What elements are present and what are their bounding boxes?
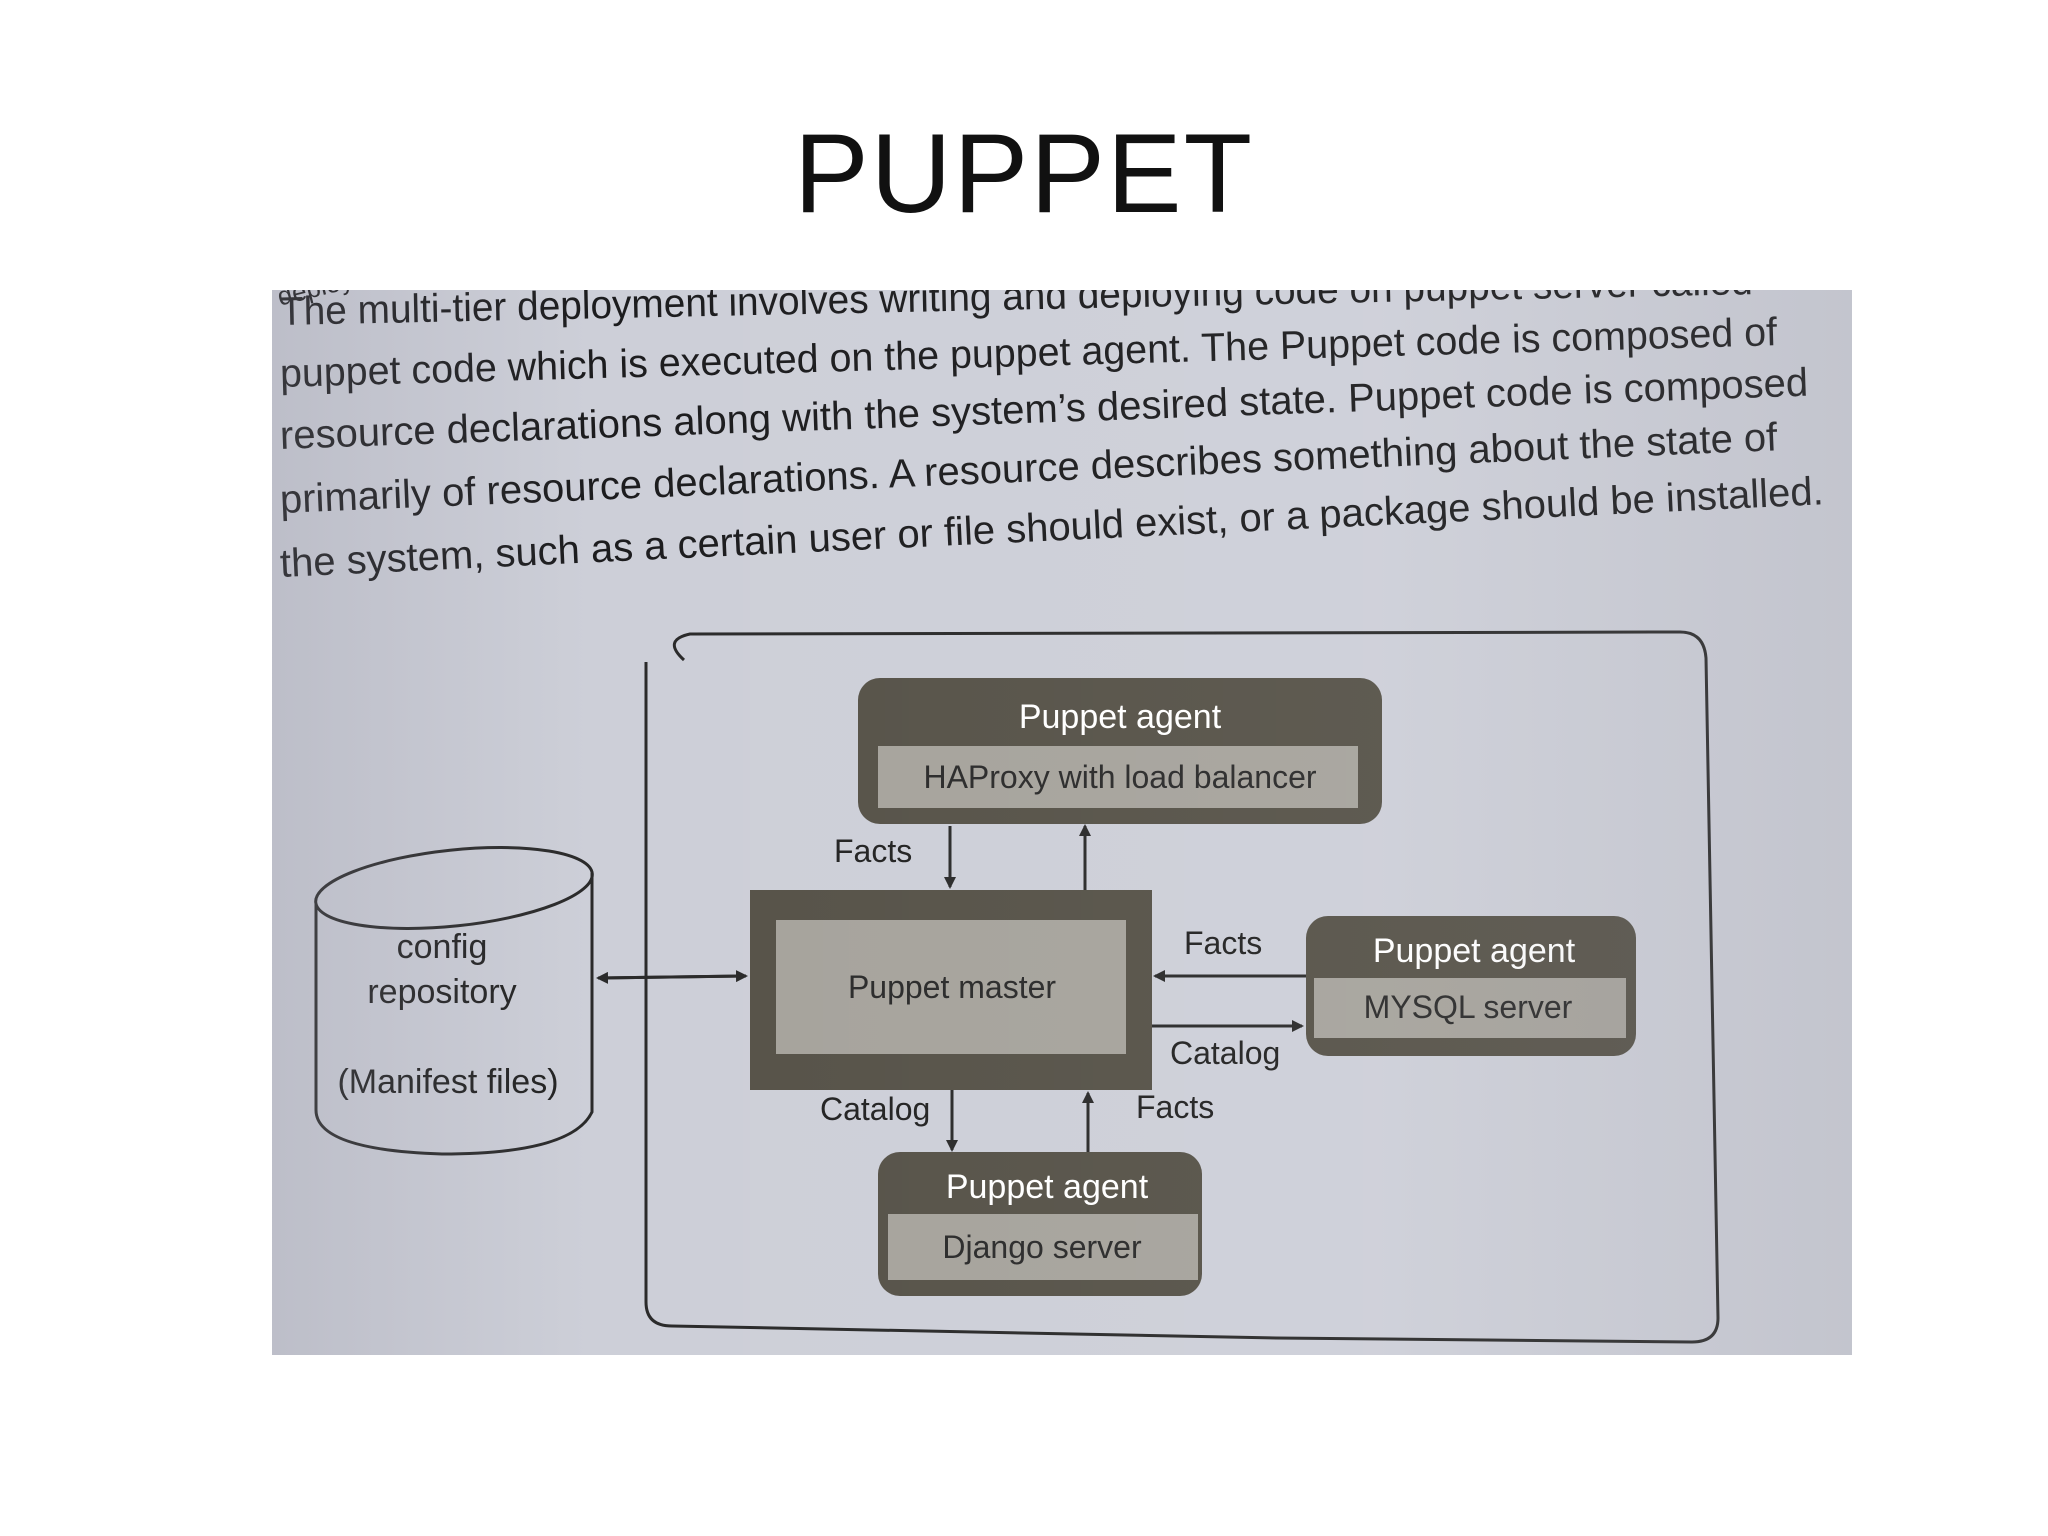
agent-bottom-label: Django server [942,1229,1142,1265]
agent-bottom-title: Puppet agent [946,1168,1149,1206]
puppet-agent-top: Puppet agent HAProxy with load balancer [858,678,1382,824]
book-page-photo: deploy The multi-tier deployment involve… [272,290,1852,1355]
config-repository: config repository (Manifest files) [314,846,594,1156]
edge-label-right-catalog: Catalog [1170,1035,1280,1071]
edge-label-top-facts: Facts [834,833,912,869]
puppet-agent-right: Puppet agent MYSQL server [1306,916,1636,1056]
deployment-boundary [644,630,1720,1344]
agent-top-label: HAProxy with load balancer [923,759,1316,795]
puppet-architecture-diagram: config repository (Manifest files) Puppe… [314,630,1720,1344]
agent-right-title: Puppet agent [1373,932,1576,970]
arrow-master-to-repo [596,971,743,984]
agent-top-title: Puppet agent [1019,698,1222,736]
edge-label-right-facts: Facts [1184,925,1262,961]
repository-line1: config [397,928,488,966]
puppet-master-node: Puppet master [750,890,1152,1090]
puppet-master-label: Puppet master [848,969,1056,1005]
repository-line2: repository [367,973,516,1011]
slide-title: PUPPET [793,111,1255,236]
puppet-agent-bottom: Puppet agent Django server [878,1152,1202,1296]
edge-label-bottom-catalog: Catalog [820,1091,930,1127]
edge-label-bottom-facts: Facts [1136,1089,1214,1125]
agent-right-label: MYSQL server [1364,989,1573,1025]
repository-line3: (Manifest files) [337,1063,558,1101]
